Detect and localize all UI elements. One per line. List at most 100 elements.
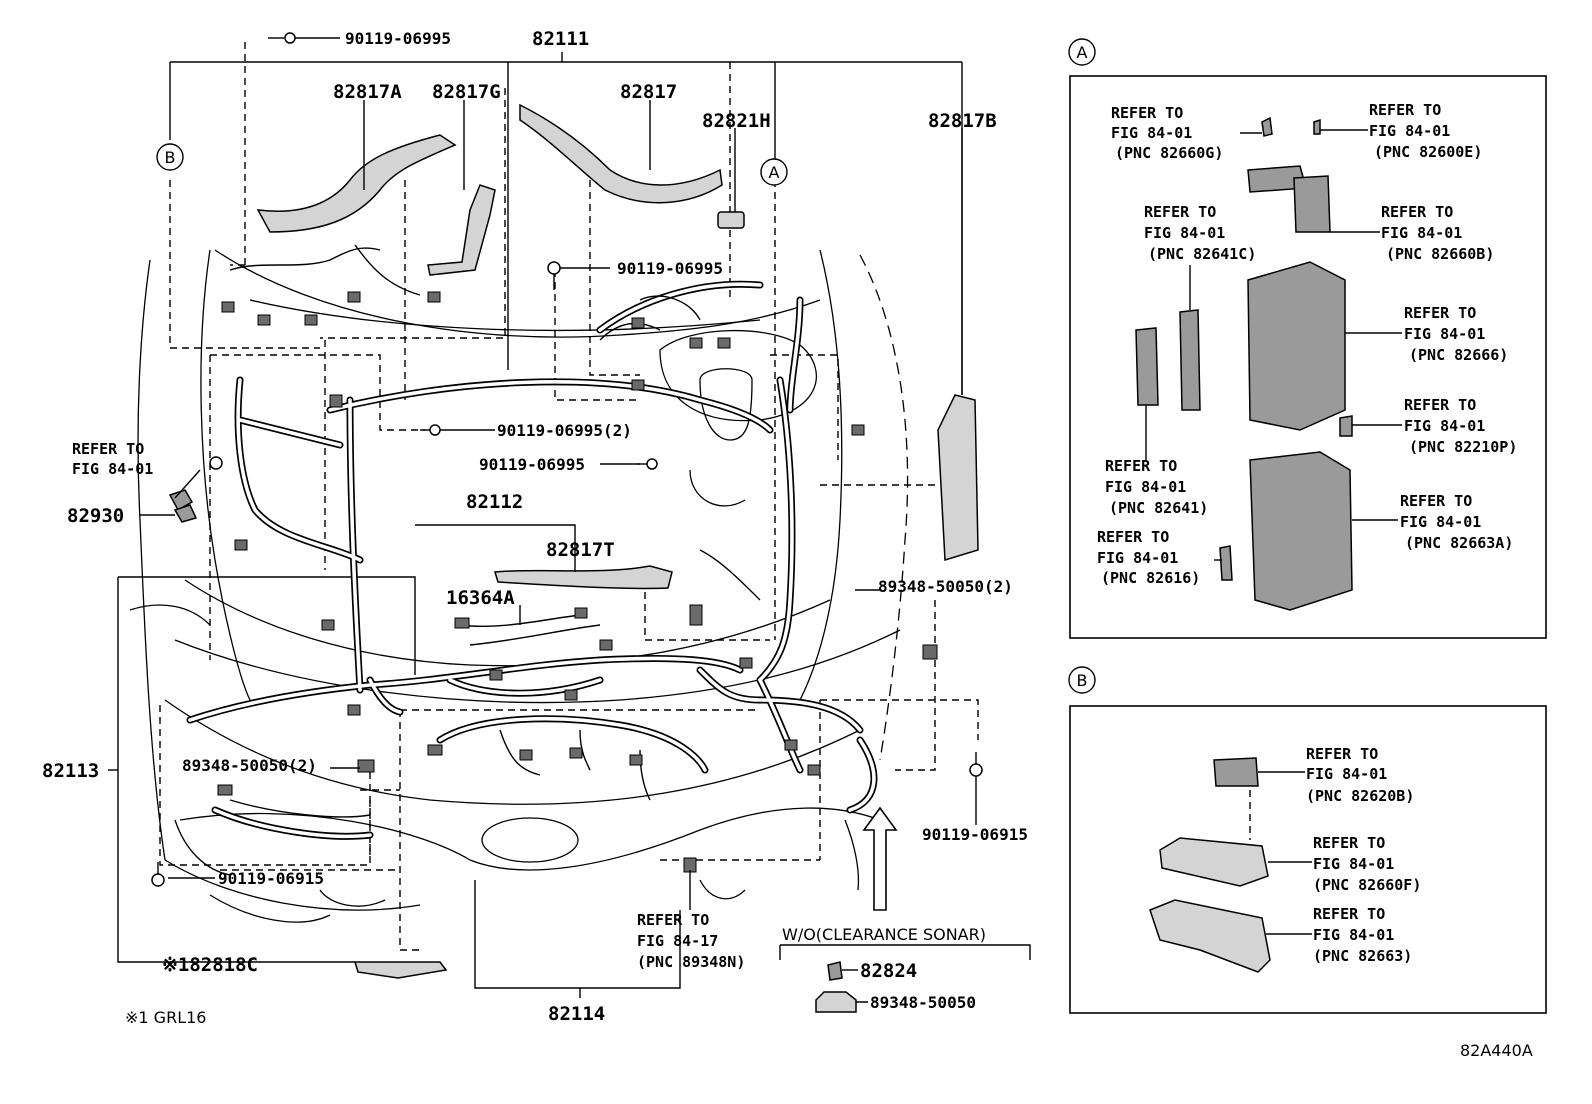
arrow-up-icon (862, 806, 898, 911)
label-82817A: 82817A (333, 81, 402, 103)
part-labels: 90119-06995 82111 82817A 82817G 82817 82… (42, 28, 1533, 1060)
svg-text:REFER TO: REFER TO (1369, 101, 1441, 119)
bracket-82930 (168, 489, 198, 523)
refer-a-82616: REFER TO FIG 84-01 (PNC 82616) (1097, 528, 1200, 587)
panel-b-callout: B (1077, 671, 1088, 690)
label-90119-06995-mid: 90119-06995 (617, 259, 723, 278)
callout-b-main: B (156, 143, 184, 171)
protector-82818C (353, 961, 448, 979)
label-82817G: 82817G (432, 81, 501, 103)
label-89348-50050-2-left: 89348-50050(2) (182, 756, 317, 775)
protector-82817T (494, 565, 673, 590)
label-82111: 82111 (532, 28, 589, 50)
refer-to-main-left: REFER TO FIG 84-01 (72, 440, 153, 478)
connectors (217, 291, 938, 873)
harness-wires-inner (188, 282, 876, 839)
label-90119-06995-2: 90119-06995(2) (497, 421, 632, 440)
label-90119-06915-left: 90119-06915 (218, 869, 324, 888)
assembly-boundaries (117, 42, 979, 998)
label-16364A: 16364A (446, 587, 515, 609)
svg-text:(PNC 82660G): (PNC 82660G) (1115, 144, 1223, 162)
refer-a-82641C: REFER TO FIG 84-01 (PNC 82641C) (1144, 203, 1256, 263)
svg-text:FIG 84-01: FIG 84-01 (72, 460, 153, 478)
refer-a-82660G: REFER TO FIG 84-01 (PNC 82660G) (1111, 104, 1223, 162)
clamp-82821H (717, 211, 745, 229)
label-82821H: 82821H (702, 110, 771, 132)
label-90119-06995-low: 90119-06995 (479, 455, 585, 474)
svg-text:(PNC 82660B): (PNC 82660B) (1386, 245, 1494, 263)
diagram-code: 82A440A (1460, 1041, 1533, 1060)
refer-a-82210P: REFER TO FIG 84-01 (PNC 82210P) (1404, 396, 1517, 456)
svg-text:REFER TO: REFER TO (1306, 745, 1378, 763)
svg-text:FIG 84-01: FIG 84-01 (1400, 513, 1481, 531)
svg-text:FIG 84-01: FIG 84-01 (1404, 417, 1485, 435)
svg-text:REFER TO: REFER TO (1404, 396, 1476, 414)
refer-b-82660F: REFER TO FIG 84-01 (PNC 82660F) (1313, 834, 1421, 894)
svg-text:(PNC 82600E): (PNC 82600E) (1374, 143, 1482, 161)
callout-a-main: A (760, 158, 788, 186)
svg-text:REFER TO: REFER TO (1404, 304, 1476, 322)
clip-82824 (815, 961, 857, 1013)
label-89348-50050-2-right: 89348-50050(2) (878, 577, 1013, 596)
svg-text:(PNC 82663): (PNC 82663) (1313, 947, 1412, 965)
svg-text:REFER TO: REFER TO (1144, 203, 1216, 221)
label-82824: 82824 (860, 960, 917, 982)
panel-a-callout: A (1077, 43, 1088, 62)
refer-a-82663A: REFER TO FIG 84-01 (PNC 82663A) (1400, 492, 1513, 552)
svg-text:REFER TO: REFER TO (1111, 104, 1183, 122)
protector-82817 (519, 103, 723, 204)
leader-lines (108, 37, 1031, 1003)
svg-text:FIG 84-01: FIG 84-01 (1144, 224, 1225, 242)
label-82114: 82114 (548, 1003, 605, 1025)
svg-text:REFER TO: REFER TO (1313, 834, 1385, 852)
svg-text:FIG 84-01: FIG 84-01 (1369, 122, 1450, 140)
svg-text:REFER TO: REFER TO (637, 911, 709, 929)
svg-text:(PNC 82620B): (PNC 82620B) (1306, 787, 1414, 805)
label-82817T: 82817T (546, 539, 615, 561)
label-89348-50050: 89348-50050 (870, 993, 976, 1012)
refer-a-82600E: REFER TO FIG 84-01 (PNC 82600E) (1369, 101, 1482, 161)
svg-text:(PNC 82641C): (PNC 82641C) (1148, 245, 1256, 263)
refer-b-82620B: REFER TO FIG 84-01 (PNC 82620B) (1306, 745, 1414, 805)
label-82930: 82930 (67, 505, 124, 527)
refer-b-82663: REFER TO FIG 84-01 (PNC 82663) (1313, 905, 1412, 965)
svg-text:(PNC 82666): (PNC 82666) (1409, 346, 1508, 364)
label-wo-clearance-sonar: W/O(CLEARANCE SONAR) (782, 925, 986, 944)
footnote: ※1 GRL16 (125, 1008, 206, 1027)
svg-text:(PNC 82616): (PNC 82616) (1101, 569, 1200, 587)
refer-a-82641: REFER TO FIG 84-01 (PNC 82641) (1105, 457, 1208, 517)
detail-panel-b: B REFER TO FIG 84-01 (PNC 82620B) REFER … (1068, 666, 1547, 1014)
bracket-82817G (427, 184, 496, 276)
svg-text:(PNC 82660F): (PNC 82660F) (1313, 876, 1421, 894)
label-90119-06995-top: 90119-06995 (345, 29, 451, 48)
svg-text:FIG 84-17: FIG 84-17 (637, 932, 718, 950)
label-82818C: ※182818C (162, 954, 258, 976)
secondary-wires (229, 244, 761, 818)
svg-text:REFER TO: REFER TO (1381, 203, 1453, 221)
refer-a-82666: REFER TO FIG 84-01 (PNC 82666) (1404, 304, 1508, 364)
svg-text:FIG 84-01: FIG 84-01 (1306, 765, 1387, 783)
label-82817B: 82817B (928, 110, 997, 132)
label-90119-06915-right: 90119-06915 (922, 825, 1028, 844)
svg-text:FIG 84-01: FIG 84-01 (1381, 224, 1462, 242)
svg-text:(PNC 89348N): (PNC 89348N) (637, 953, 745, 971)
detail-panel-a: A REFER TO FIG 84-01 (PNC 82660G) REFER … (1068, 38, 1547, 639)
svg-text:(PNC 82641): (PNC 82641) (1109, 499, 1208, 517)
svg-text:FIG 84-01: FIG 84-01 (1105, 478, 1186, 496)
label-82817: 82817 (620, 81, 677, 103)
label-82113: 82113 (42, 760, 99, 782)
refer-a-82660B: REFER TO FIG 84-01 (PNC 82660B) (1381, 203, 1494, 263)
svg-text:FIG 84-01: FIG 84-01 (1097, 549, 1178, 567)
refer-to-main-bottom: REFER TO FIG 84-17 (PNC 89348N) (637, 911, 745, 971)
svg-text:REFER TO: REFER TO (1097, 528, 1169, 546)
vehicle-body-outline (129, 249, 909, 923)
callout-a-label: A (769, 163, 780, 182)
svg-text:FIG 84-01: FIG 84-01 (1404, 325, 1485, 343)
svg-text:REFER TO: REFER TO (1313, 905, 1385, 923)
svg-text:REFER TO: REFER TO (1105, 457, 1177, 475)
protector-82817A (256, 134, 457, 233)
label-82112: 82112 (466, 491, 523, 513)
svg-text:REFER TO: REFER TO (1400, 492, 1472, 510)
svg-text:(PNC 82663A): (PNC 82663A) (1405, 534, 1513, 552)
